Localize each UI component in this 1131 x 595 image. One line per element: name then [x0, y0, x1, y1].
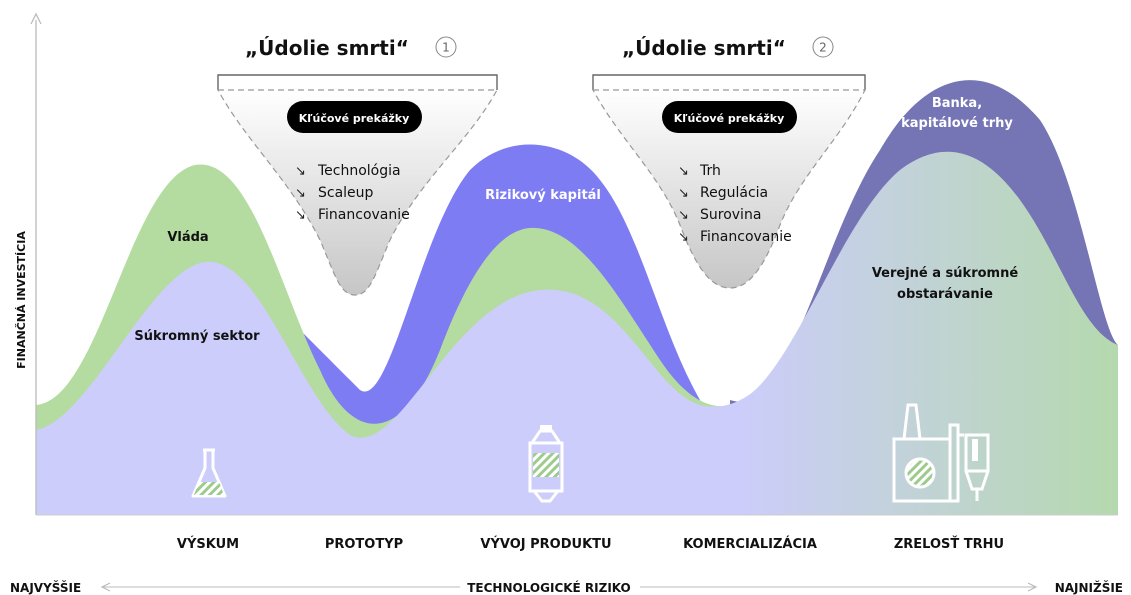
government-label: Vláda	[167, 230, 208, 245]
procurement-label-line1: Verejné a súkromné	[872, 266, 1019, 281]
stage-label-product-development: VÝVOJ PRODUKTU	[480, 536, 611, 552]
private-sector-label: Súkromný sektor	[134, 329, 260, 344]
valley-1-bracket	[217, 74, 498, 90]
valley-of-death-1: „Údolie smrti“ 1 Kľúčové prekážky ↘ Tech…	[216, 36, 499, 296]
valley-2-bracket	[592, 74, 866, 90]
obstacle-arrow-icon: ↘	[678, 230, 689, 245]
valley-2-funnel	[591, 89, 866, 289]
valley-1-key-obstacles-label: Kľúčové prekážky	[299, 112, 410, 125]
risk-axis-right-label: NAJNIŽŠIE	[1055, 580, 1123, 595]
obstacle-arrow-icon: ↘	[678, 164, 689, 179]
stage-label-prototype: PROTOTYP	[325, 537, 403, 552]
obstacle-item: Technológia	[317, 163, 401, 179]
valley-1-obstacle-list: ↘ Technológia ↘ Scaleup ↘ Financovanie	[295, 163, 410, 223]
valley-1-title: „Údolie smrti“	[245, 36, 409, 60]
venture-capital-label: Rizikový kapitál	[485, 188, 601, 203]
procurement-area	[740, 151, 1118, 515]
obstacle-item: Regulácia	[700, 185, 768, 201]
obstacle-arrow-icon: ↘	[678, 208, 689, 223]
y-axis-label: FINANČNÁ INVESTÍCIA	[15, 231, 28, 369]
risk-axis-left-label: NAJVYŠŠIE	[10, 580, 81, 595]
valley-2-number-badge	[812, 36, 834, 58]
private-sector-area	[36, 261, 800, 515]
obstacle-arrow-icon: ↘	[295, 164, 306, 179]
procurement-label-line2: obstarávanie	[897, 287, 993, 302]
stage-label-market-maturity: ZRELOSŤ TRHU	[894, 536, 1004, 552]
stage-label-commercialization: KOMERCIALIZÁCIA	[683, 536, 817, 552]
valley-1-number-badge	[435, 36, 457, 58]
obstacle-item: Trh	[699, 163, 721, 179]
risk-axis-center-label: TECHNOLOGICKÉ RIZIKO	[467, 580, 631, 595]
obstacle-arrow-icon: ↘	[678, 186, 689, 201]
stage-labels: VÝSKUM PROTOTYP VÝVOJ PRODUKTU KOMERCIAL…	[177, 536, 1004, 552]
y-axis-arrowhead	[30, 12, 42, 25]
obstacle-arrow-icon: ↘	[295, 186, 306, 201]
factory-icon	[892, 403, 990, 503]
flask-icon	[191, 448, 227, 498]
obstacle-arrow-icon: ↘	[295, 208, 306, 223]
obstacle-item: Surovina	[700, 207, 761, 223]
valley-2-key-obstacles-label: Kľúčové prekážky	[674, 112, 785, 125]
risk-axis-right-arrowhead	[1027, 582, 1038, 592]
bank-label-line2: kapitálové trhy	[901, 116, 1013, 131]
obstacle-item: Scaleup	[318, 185, 374, 201]
stage-label-research: VÝSKUM	[177, 536, 239, 552]
valley-1-funnel	[216, 89, 499, 296]
valley-of-death-2: „Údolie smrti“ 2 Kľúčové prekážky ↘ Trh …	[591, 36, 866, 289]
reactor-tank-icon	[528, 425, 564, 503]
obstacle-item: Financovanie	[318, 207, 410, 223]
valley-1-key-obstacles-badge	[287, 101, 422, 133]
bank-label-line1: Banka,	[932, 96, 982, 111]
valley-2-obstacle-list: ↘ Trh ↘ Regulácia ↘ Surovina ↘ Financova…	[678, 163, 792, 245]
valley-2-number: 2	[819, 41, 827, 55]
obstacle-item: Financovanie	[700, 229, 792, 245]
valley-2-key-obstacles-badge	[662, 101, 797, 133]
valley-2-title: „Údolie smrti“	[622, 36, 786, 60]
risk-axis-label-backdrop	[460, 578, 640, 595]
valley-1-number: 1	[442, 41, 450, 55]
